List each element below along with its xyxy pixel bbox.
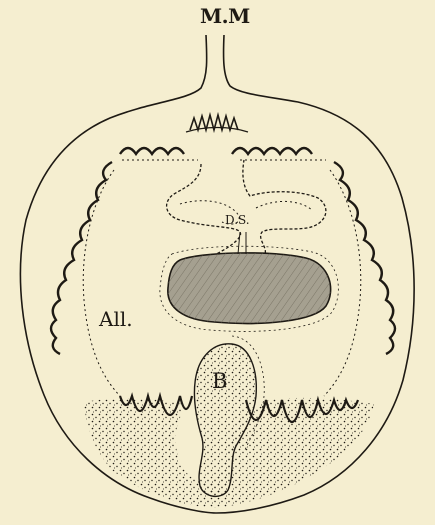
label-mm: M.M: [200, 6, 250, 26]
label-b: B: [212, 371, 227, 392]
top-villi-line: [186, 128, 248, 133]
label-ds: D.S.: [225, 214, 250, 226]
yolk-stalk: [238, 232, 246, 254]
label-all: All.: [99, 309, 133, 329]
